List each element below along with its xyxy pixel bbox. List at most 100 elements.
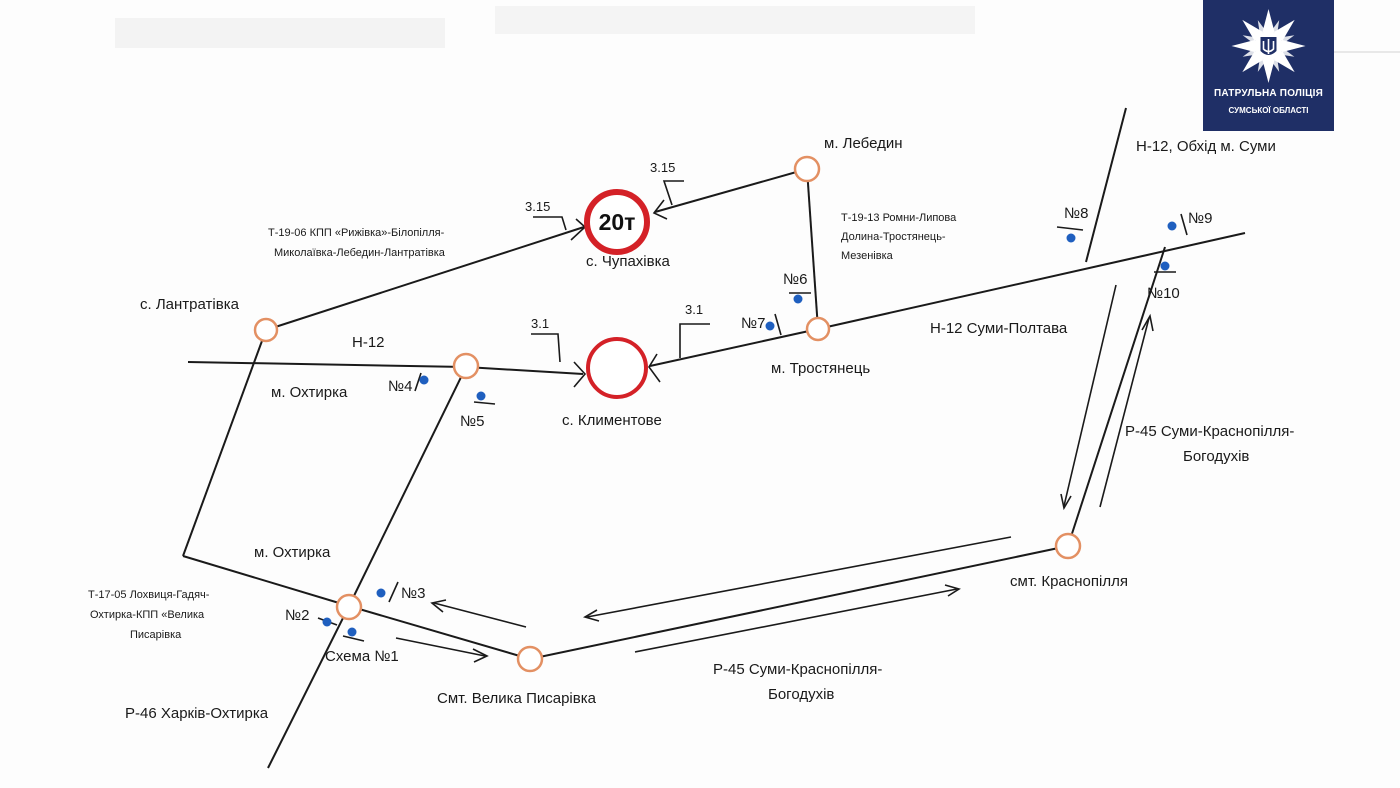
road-h12-to-klymentove bbox=[465, 366, 584, 375]
sign-label-3-15-left: 3.15 bbox=[525, 199, 550, 214]
direction-arrow bbox=[1060, 284, 1117, 511]
post-label-n9: №9 bbox=[1188, 210, 1212, 227]
road-p46 bbox=[267, 605, 350, 769]
road-klymentove-trostianets bbox=[649, 328, 819, 367]
post-label-n7: №7 bbox=[741, 315, 765, 332]
place-label-lebedyn: м. Лебедин bbox=[824, 135, 903, 152]
road-label-t1913-line3: Мезенівка bbox=[841, 250, 894, 262]
direction-arrow bbox=[634, 584, 961, 653]
road-label-p45-right-line2: Богодухів bbox=[1183, 448, 1249, 465]
faded-background-text bbox=[115, 18, 445, 48]
road-label-t1705-line2: Охтирка-КПП «Велика bbox=[90, 609, 205, 621]
camera-dot-icon bbox=[1066, 233, 1076, 243]
post-label-n4: №4 bbox=[388, 378, 412, 395]
post-label-n6: №6 bbox=[783, 271, 807, 288]
road-label-h12: Н-12 bbox=[352, 334, 385, 351]
post-label-n8: №8 bbox=[1064, 205, 1088, 222]
place-label-klymentove: с. Климентове bbox=[562, 412, 662, 429]
road-label-t1906-line2: Миколаївка-Лебедин-Лантратівка bbox=[274, 247, 446, 259]
weight-limit-sign bbox=[584, 189, 650, 255]
camera-dot-icon bbox=[765, 321, 775, 331]
post-label-n5: №5 bbox=[460, 413, 484, 430]
post-label-n10: №10 bbox=[1147, 285, 1180, 302]
node-lebedyn bbox=[793, 155, 821, 183]
road-h12-west bbox=[187, 361, 467, 368]
road-chupakhivka-lebedyn bbox=[654, 168, 808, 213]
road-label-t1913-line2: Долина-Тростянець- bbox=[841, 231, 946, 243]
node-trostianets bbox=[805, 316, 831, 342]
post-marker-n8 bbox=[1056, 226, 1084, 243]
node-velyka-pysarivka bbox=[516, 645, 544, 673]
camera-dot-icon bbox=[1160, 261, 1170, 271]
place-label-lantrativka: с. Лантратівка bbox=[140, 296, 240, 313]
road-okhtyrka-junction bbox=[182, 555, 350, 607]
node-krasnopillia bbox=[1054, 532, 1082, 560]
camera-dot-icon bbox=[347, 627, 357, 637]
faded-background-text bbox=[495, 6, 975, 34]
road-label-p45-bottom-line2: Богодухів bbox=[768, 686, 834, 703]
post-marker-n6 bbox=[789, 292, 811, 304]
node-okhtyrka-south bbox=[335, 593, 363, 621]
road-to-velyka-pysarivka bbox=[348, 605, 531, 660]
place-label-krasnopillia: смт. Краснопілля bbox=[1010, 573, 1128, 590]
logo-subtitle: СУМСЬКОЇ ОБЛАСТІ bbox=[1228, 106, 1309, 115]
road-label-h12-sumy-poltava: Н-12 Суми-Полтава bbox=[930, 320, 1068, 337]
road-label-t1906-line1: Т-19-06 КПП «Рижівка»-Білопілля- bbox=[268, 227, 445, 239]
police-star-emblem-icon bbox=[1231, 9, 1306, 83]
node-lantrativka bbox=[253, 317, 279, 343]
scheme-label: Схема №1 bbox=[325, 648, 399, 665]
road-label-t1705-line3: Писарівка bbox=[130, 629, 182, 641]
sign-3-1-marker-right bbox=[648, 323, 710, 383]
patrol-police-logo: ПАТРУЛЬНА ПОЛІЦІЯ СУМСЬКОЇ ОБЛАСТІ bbox=[1203, 0, 1334, 131]
direction-arrow bbox=[1099, 313, 1154, 508]
logo-title: ПАТРУЛЬНА ПОЛІЦІЯ bbox=[1213, 88, 1323, 99]
road-label-t1705-line1: Т-17-05 Лохвиця-Гадяч- bbox=[88, 589, 210, 601]
sign-label-3-1-right: 3.1 bbox=[685, 302, 703, 317]
road-h12-sumy-poltava bbox=[817, 232, 1246, 330]
place-label-okhtyrka-bottom: м. Охтирка bbox=[254, 544, 331, 561]
road-p45-north bbox=[1067, 246, 1166, 547]
post-label-n3: №3 bbox=[401, 585, 425, 602]
road-lantrativka-okhtyrka bbox=[182, 329, 267, 557]
direction-arrow bbox=[395, 637, 489, 663]
post-marker-n10 bbox=[1154, 261, 1176, 273]
road-p45-south bbox=[529, 545, 1069, 660]
road-label-p46: Р-46 Харків-Охтирка bbox=[125, 705, 269, 722]
road-label-t1913-line1: Т-19-13 Ромни-Липова bbox=[841, 212, 957, 224]
road-h12-bypass bbox=[1085, 107, 1127, 263]
sign-3-15-marker-right bbox=[652, 180, 684, 220]
road-t1906 bbox=[265, 226, 585, 331]
post-marker-n3 bbox=[376, 581, 399, 603]
road-label-p45-right-line1: Р-45 Суми-Краснопілля- bbox=[1125, 423, 1294, 440]
sign-3-1-marker-left bbox=[531, 333, 587, 388]
sign-label-3-15-right: 3.15 bbox=[650, 160, 675, 175]
camera-dot-icon bbox=[322, 617, 332, 627]
road-label-p45-bottom-line1: Р-45 Суми-Краснопілля- bbox=[713, 661, 882, 678]
direction-arrow bbox=[430, 599, 527, 628]
post-marker-n7 bbox=[765, 313, 782, 336]
post-marker-n4 bbox=[414, 372, 429, 392]
node-okhtyrka-north bbox=[452, 352, 480, 380]
post-marker-n9 bbox=[1167, 213, 1188, 236]
place-label-okhtyrka-top: м. Охтирка bbox=[271, 384, 348, 401]
camera-dot-icon bbox=[793, 294, 803, 304]
post-marker-n5 bbox=[473, 391, 496, 405]
road-t1913 bbox=[806, 168, 819, 330]
camera-dot-icon bbox=[419, 375, 429, 385]
camera-dot-icon bbox=[1167, 221, 1177, 231]
road-label-h12-bypass: Н-12, Обхід м. Суми bbox=[1136, 138, 1276, 155]
place-label-chupakhivka: с. Чупахівка bbox=[586, 253, 670, 270]
camera-dot-icon bbox=[376, 588, 386, 598]
camera-dot-icon bbox=[476, 391, 486, 401]
post-marker-n2 bbox=[317, 617, 338, 627]
sign-label-3-1-left: 3.1 bbox=[531, 316, 549, 331]
direction-arrow bbox=[582, 536, 1012, 622]
road-okhtyrka-north bbox=[348, 366, 467, 607]
weight-limit-value: 20т bbox=[599, 209, 636, 235]
post-label-n2: №2 bbox=[285, 607, 309, 624]
place-label-velyka-pysarivka: Смт. Велика Писарівка bbox=[437, 690, 597, 707]
post-marker-scheme1 bbox=[342, 627, 365, 642]
no-entry-sign bbox=[586, 337, 648, 399]
